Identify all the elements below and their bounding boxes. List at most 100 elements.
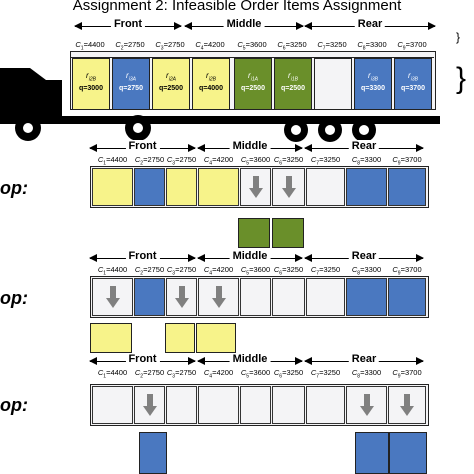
down-arrow-icon (248, 176, 263, 200)
unloaded-item-blue (389, 432, 427, 474)
down-arrow-icon (400, 394, 414, 418)
capacity-label: C7=3250 (310, 155, 341, 167)
item-id-label: ri3A (126, 71, 136, 83)
zone-rear-label: Rear (348, 250, 380, 262)
slot-yellow (166, 168, 197, 206)
capacity-label: C8=3300 (357, 40, 387, 52)
unloaded-item-blue (355, 432, 389, 474)
unloaded-item-yellow (90, 323, 132, 353)
slot-empty (92, 386, 133, 424)
truck-body-graphic (0, 68, 440, 142)
capacity-label: C6=3250 (273, 265, 304, 277)
item-id-label: ri2B (86, 71, 96, 83)
truck-item-green: ri1B q=2500 (274, 58, 312, 110)
slot-blue (388, 278, 426, 316)
capacity-label: C9=3700 (397, 40, 427, 52)
zone-middle-indicator: Middle (197, 140, 303, 153)
item-id-label: ri3B (368, 71, 378, 83)
capacity-label: C5=3600 (240, 368, 271, 380)
item-quantity-label: q=4000 (199, 85, 223, 92)
capacity-label: C4=4200 (203, 265, 234, 277)
capacity-label: C3=2750 (166, 265, 197, 277)
zone-front-label: Front (110, 18, 146, 30)
slot-empty (272, 278, 305, 316)
stop-1-label: op: (0, 178, 28, 198)
capacity-label: C5=3600 (240, 265, 271, 277)
zone-rear-label: Rear (348, 353, 380, 365)
capacity-label: C9=3700 (392, 368, 422, 380)
item-quantity-label: q=3000 (79, 85, 103, 92)
zone-rear-indicator: Rear (304, 250, 424, 263)
capacity-label: C2=2750 (134, 265, 165, 277)
item-quantity-label: q=2500 (281, 85, 305, 92)
capacity-label: C8=3300 (351, 265, 382, 277)
capacity-label: C9=3700 (392, 155, 422, 167)
zone-front-indicator: Front (74, 18, 182, 31)
page-title: Assignment 2: Infeasible Order Items Ass… (72, 0, 402, 14)
brace-bottom: } (456, 62, 467, 95)
capacity-label: C8=3300 (351, 155, 382, 167)
brace-top: } (456, 30, 461, 44)
truck-item-yellow: ri2B q=4000 (192, 58, 230, 110)
capacity-label: C4=4200 (203, 155, 234, 167)
capacity-label: C4=4200 (195, 40, 225, 52)
item-id-label: ri3B (408, 71, 418, 83)
capacity-label: C7=3250 (310, 265, 341, 277)
down-arrow-icon (105, 286, 120, 310)
truck-item-empty (314, 58, 352, 110)
capacity-label: C1=4400 (97, 155, 128, 167)
zone-rear-indicator: Rear (304, 140, 424, 153)
unloaded-item-green (238, 218, 270, 248)
zone-middle-label: Middle (229, 353, 271, 365)
zone-front-label: Front (125, 250, 160, 262)
zone-middle-indicator: Middle (184, 18, 304, 31)
down-arrow-icon (359, 394, 374, 418)
zone-middle-indicator: Middle (197, 250, 303, 263)
capacity-label: C8=3300 (351, 368, 382, 380)
zone-middle-label: Middle (223, 18, 265, 30)
slot-empty (166, 386, 197, 424)
zone-front-indicator: Front (89, 353, 196, 366)
capacity-label: C5=3600 (240, 155, 271, 167)
item-id-label: ri1B (288, 71, 298, 83)
capacity-label: C2=2750 (134, 155, 165, 167)
down-arrow-icon (281, 176, 296, 200)
unloaded-item-yellow (165, 323, 195, 353)
truck-cab (0, 68, 62, 116)
capacity-label: C3=2750 (166, 368, 197, 380)
zone-front-indicator: Front (89, 250, 196, 263)
capacity-label: C3=2750 (166, 155, 197, 167)
capacity-label: C1=4400 (75, 40, 105, 52)
unloaded-item-blue (139, 432, 167, 474)
capacity-label: C1=4400 (97, 368, 128, 380)
capacity-label: C7=3250 (310, 368, 341, 380)
capacity-label: C5=3600 (237, 40, 267, 52)
zone-middle-label: Middle (229, 140, 271, 152)
item-quantity-label: q=2750 (119, 85, 143, 92)
capacity-label: C9=3700 (392, 265, 422, 277)
slot-blue (134, 278, 165, 316)
capacity-label: C2=2750 (134, 368, 165, 380)
zone-front-indicator: Front (89, 140, 196, 153)
slot-yellow (198, 168, 239, 206)
capacity-label: C7=3250 (317, 40, 347, 52)
zone-middle-label: Middle (229, 250, 271, 262)
zone-front-label: Front (125, 353, 160, 365)
zone-middle-indicator: Middle (197, 353, 303, 366)
item-id-label: ri2B (206, 71, 216, 83)
zone-rear-label: Rear (348, 140, 380, 152)
capacity-label: C4=4200 (203, 368, 234, 380)
item-quantity-label: q=3300 (361, 85, 385, 92)
slot-empty (272, 386, 305, 424)
truck-item-blue: ri3A q=2750 (112, 58, 150, 110)
capacity-label: C2=2750 (115, 40, 145, 52)
slot-yellow (92, 168, 133, 206)
slot-empty (306, 386, 345, 424)
zone-rear-indicator: Rear (304, 18, 436, 31)
slot-blue (346, 168, 387, 206)
item-id-label: ri1A (248, 71, 258, 83)
capacity-label: C6=3250 (277, 40, 307, 52)
slot-empty (306, 278, 345, 316)
